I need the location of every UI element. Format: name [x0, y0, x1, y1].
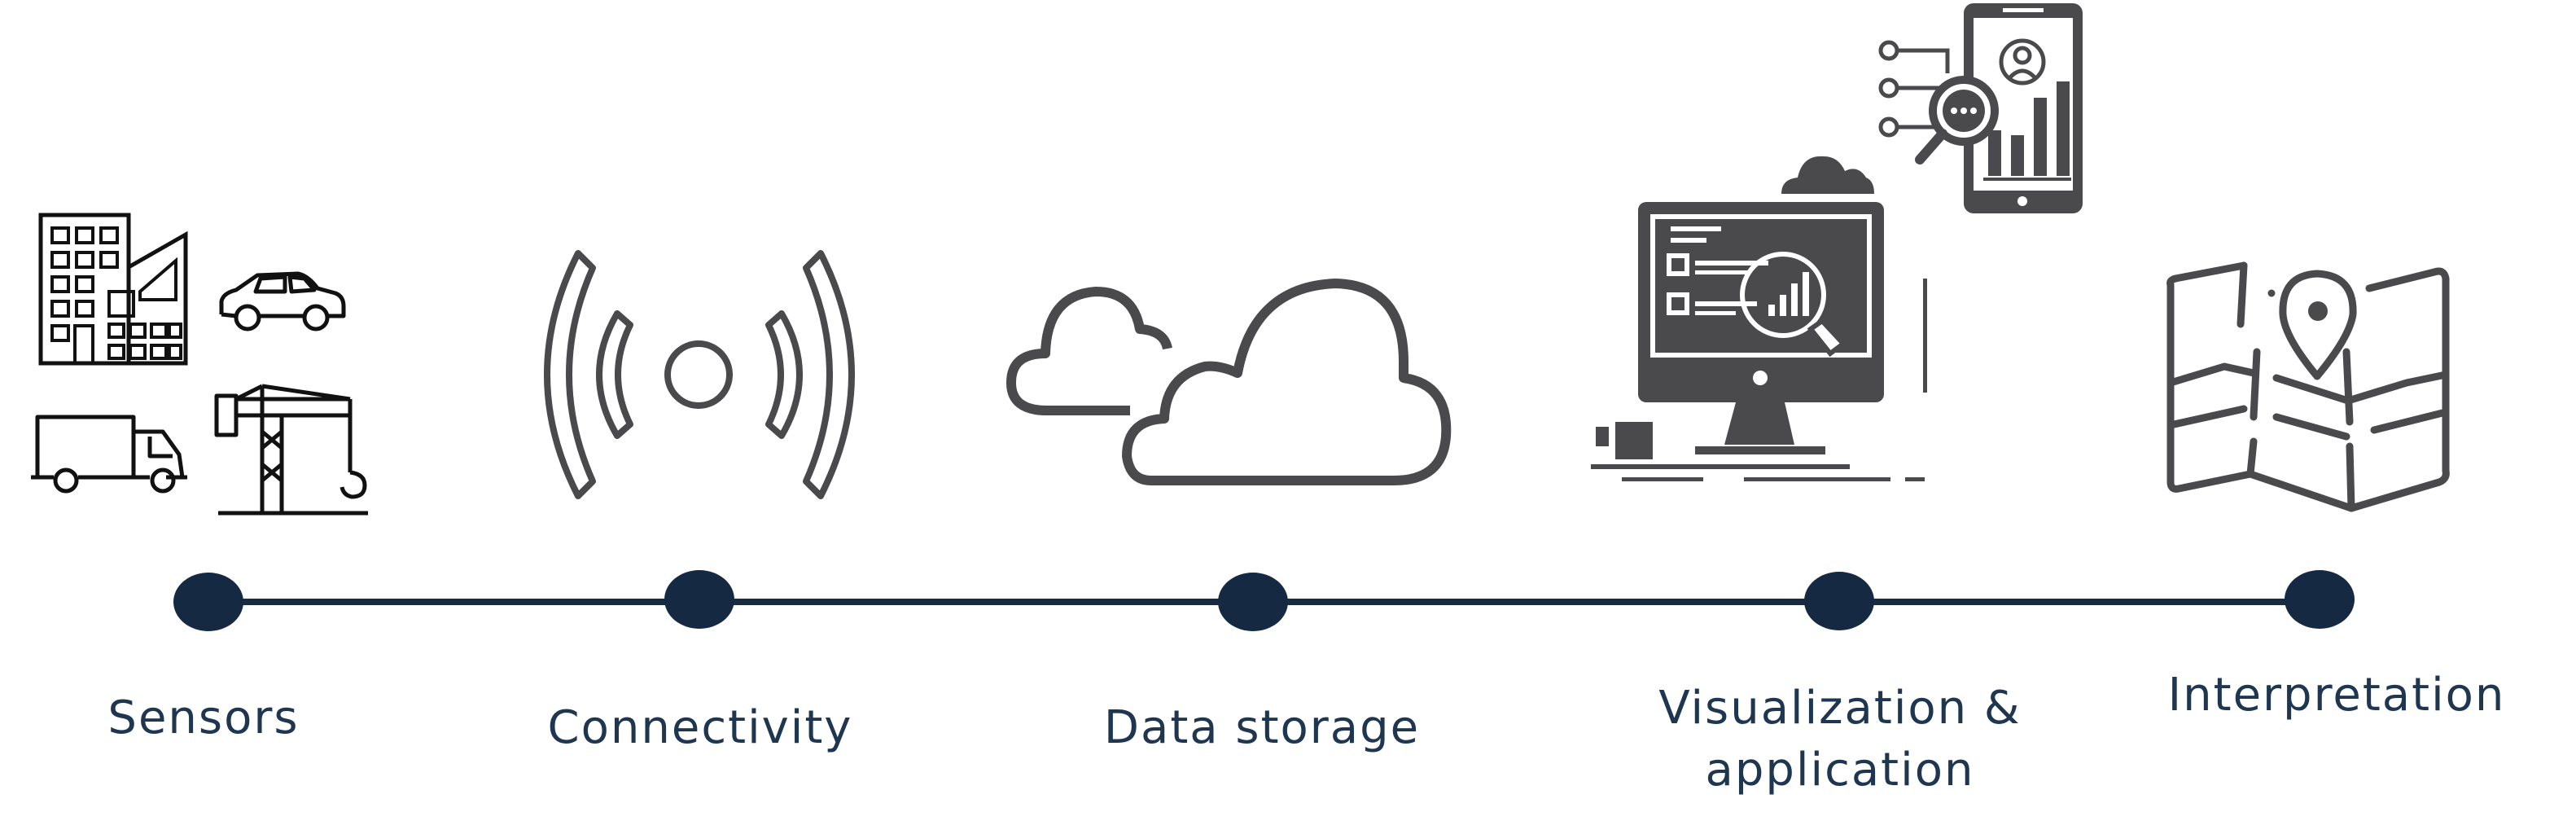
map-pin-icon — [2166, 261, 2450, 512]
stage-label-visualization-line2: application — [1705, 744, 1975, 797]
timeline-node-data-storage — [1218, 573, 1288, 631]
building-icon — [38, 213, 188, 366]
stage-label-interpretation: Interpretation — [2167, 669, 2506, 722]
timeline-node-interpretation — [2285, 570, 2355, 629]
timeline-node-connectivity — [664, 570, 734, 629]
wireless-signal-icon — [544, 250, 855, 499]
stage-label-data-storage: Data storage — [1103, 701, 1421, 754]
truck-icon — [31, 415, 187, 494]
stage-label-visualization-line1: Visualization & — [1658, 682, 2022, 735]
car-icon — [219, 271, 346, 331]
crane-icon — [214, 384, 368, 516]
stage-label-connectivity: Connectivity — [547, 701, 853, 754]
timeline-node-sensors — [173, 573, 243, 631]
monitor-analytics-icon — [1591, 156, 1927, 481]
cloud-icon — [1006, 279, 1452, 485]
stage-label-sensors: Sensors — [107, 691, 300, 744]
smartphone-chart-icon — [1878, 3, 2083, 213]
timeline-node-visualization — [1804, 572, 1874, 630]
